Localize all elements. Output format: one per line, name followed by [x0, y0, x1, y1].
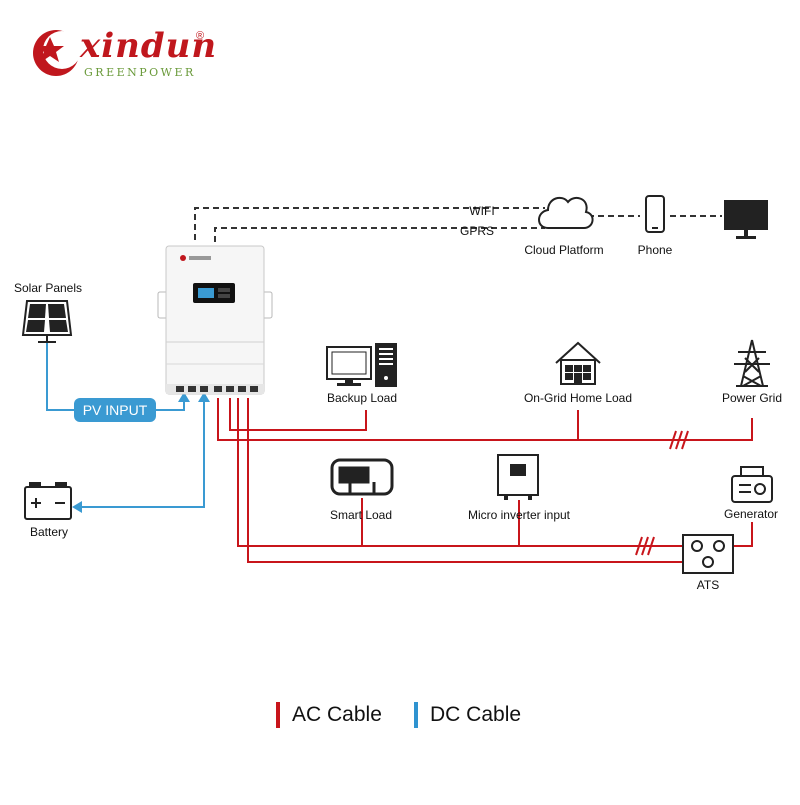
- phone-label: Phone: [637, 243, 673, 257]
- power-grid-label: Power Grid: [721, 391, 783, 405]
- phone-icon: [645, 195, 665, 233]
- brand-logo-mark: [33, 30, 81, 76]
- dc-cables: [46, 342, 205, 508]
- brand-name: xindun: [80, 26, 218, 66]
- ac-cables: [217, 398, 753, 563]
- battery-icon: [24, 482, 72, 520]
- pv-arrow-head: [178, 392, 190, 402]
- battery-label: Battery: [29, 525, 69, 539]
- backup-load-label: Backup Load: [326, 391, 398, 405]
- legend-ac-swatch: [276, 702, 280, 728]
- water-heater-icon: [330, 458, 394, 496]
- cloud-icon: [538, 196, 594, 229]
- communication-lines: [194, 207, 722, 242]
- monitor-icon: [724, 200, 768, 239]
- solar-panels-label: Solar Panels: [13, 281, 83, 295]
- generator-icon: [731, 466, 773, 503]
- micro-inverter-icon: [497, 454, 539, 500]
- pylon-icon: [734, 339, 770, 387]
- wifi-label: WIFI: [469, 204, 495, 218]
- cable-break-marks: [635, 430, 689, 556]
- hybrid-inverter: [157, 245, 273, 395]
- legend-ac-label: AC Cable: [292, 703, 382, 726]
- solar-panel-icon: [21, 300, 73, 343]
- smart-load-label: Smart Load: [329, 508, 393, 522]
- inverter-dc-arrow-head: [198, 392, 210, 402]
- brand-registered-mark: ®: [196, 30, 205, 42]
- ats-icon: [682, 534, 734, 574]
- house-icon: [555, 341, 601, 385]
- on-grid-home-load-label: On-Grid Home Load: [523, 391, 633, 405]
- generator-label: Generator: [723, 507, 779, 521]
- legend-dc: DC Cable: [414, 700, 521, 730]
- pv-input-tag: PV INPUT: [74, 398, 156, 422]
- ats-label: ATS: [696, 578, 720, 592]
- battery-arrow-head: [72, 501, 82, 513]
- legend-dc-swatch: [414, 702, 418, 728]
- micro-inverter-label: Micro inverter input: [467, 508, 571, 522]
- cloud-platform-label: Cloud Platform: [524, 243, 604, 257]
- legend-ac: AC Cable: [276, 700, 382, 730]
- brand-tagline: GREENPOWER: [84, 66, 196, 79]
- legend-dc-label: DC Cable: [430, 703, 522, 726]
- gprs-label: GPRS: [459, 224, 495, 238]
- computer-icon: [326, 343, 397, 387]
